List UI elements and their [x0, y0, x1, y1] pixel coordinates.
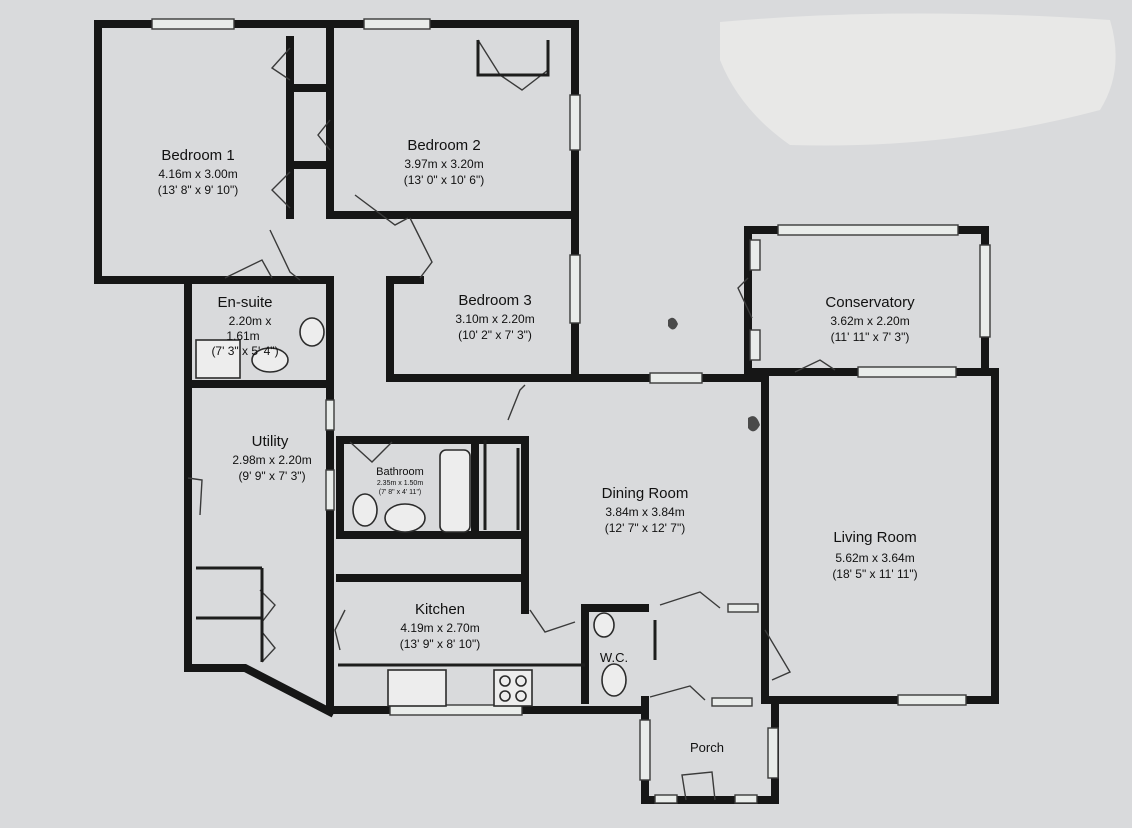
hob-icon	[493, 669, 533, 707]
window	[749, 329, 761, 361]
bedroom2-imperial: (13' 0" x 10' 6")	[404, 173, 484, 187]
dining-name: Dining Room	[602, 485, 689, 502]
living-imperial: (18' 5" x 11' 11")	[832, 567, 917, 581]
door-swing	[317, 119, 331, 151]
window	[654, 794, 678, 804]
window	[363, 18, 431, 30]
door-swing	[649, 685, 706, 701]
ensuite-imperial: (7' 3" x 5' 4")	[211, 344, 278, 358]
window	[389, 704, 523, 716]
toilet-icon	[601, 663, 627, 697]
pen-mark	[748, 416, 760, 432]
door-swing	[794, 359, 836, 373]
door-swing	[507, 384, 526, 421]
window	[325, 469, 335, 511]
room-labels: Bedroom 1 4.16m x 3.00m (13' 8" x 9' 10"…	[158, 137, 918, 755]
sink-icon	[593, 612, 615, 638]
window	[734, 794, 758, 804]
bathroom-imperial: (7' 8" x 4' 11")	[379, 489, 422, 496]
window	[649, 372, 703, 384]
ensuite-name: En-suite	[217, 294, 272, 311]
door-swing	[334, 609, 346, 651]
living-metric: 5.62m x 3.64m	[835, 551, 914, 565]
kitchen-name: Kitchen	[415, 601, 465, 618]
door-swing	[737, 277, 753, 319]
bedroom3-name: Bedroom 3	[458, 292, 531, 309]
hob-ring-icon	[515, 690, 527, 702]
window	[777, 224, 959, 236]
dining-imperial: (12' 7" x 12' 7")	[605, 521, 685, 535]
sink-icon	[251, 347, 289, 373]
hob-ring-icon	[515, 675, 527, 687]
wc-name: W.C.	[600, 650, 628, 665]
door-swing	[271, 171, 291, 209]
paper-smudge	[720, 13, 1116, 146]
toilet-icon	[299, 317, 325, 347]
door-swing	[224, 259, 273, 279]
door-swing	[477, 39, 549, 91]
utility-metric: 2.98m x 2.20m	[232, 453, 311, 467]
window	[569, 94, 581, 151]
door-swing	[354, 194, 409, 226]
bathroom-name: Bathroom	[376, 466, 424, 478]
door-swing	[529, 609, 576, 633]
fixtures	[195, 317, 627, 707]
bathtub-icon	[439, 449, 471, 533]
bedroom1-metric: 4.16m x 3.00m	[158, 167, 237, 181]
conservatory-imperial: (11' 11" x 7' 3")	[831, 330, 910, 344]
ensuite-metric2: 1.61m	[226, 329, 259, 343]
bedroom2-metric: 3.97m x 3.20m	[404, 157, 483, 171]
door-swing	[349, 441, 393, 463]
bedroom2-name: Bedroom 2	[407, 137, 480, 154]
dining-metric: 3.84m x 3.84m	[605, 505, 684, 519]
conservatory-metric: 3.62m x 2.20m	[830, 314, 909, 328]
window	[749, 239, 761, 271]
window	[979, 244, 991, 338]
window	[151, 18, 235, 30]
living-name: Living Room	[833, 529, 916, 546]
kitchen-imperial: (13' 9" x 8' 10")	[400, 637, 480, 651]
bedroom1-imperial: (13' 8" x 9' 10")	[158, 183, 238, 197]
shower-tray	[195, 339, 241, 379]
door-swing	[409, 217, 433, 279]
utility-name: Utility	[252, 433, 289, 450]
bedroom3-imperial: (10' 2" x 7' 3")	[458, 328, 532, 342]
cupboards	[196, 40, 585, 667]
door-swing	[659, 591, 721, 609]
doors	[187, 39, 836, 801]
kitchen-metric: 4.19m x 2.70m	[400, 621, 479, 635]
kitchen-sink-icon	[387, 669, 447, 707]
pen-mark	[668, 317, 678, 330]
window	[639, 719, 651, 781]
window	[727, 603, 759, 613]
toilet-icon	[352, 493, 378, 527]
bedroom1-name: Bedroom 1	[161, 147, 234, 164]
conservatory-name: Conservatory	[825, 294, 915, 311]
hob-ring-icon	[499, 675, 511, 687]
door-swing	[187, 477, 203, 516]
door-swing	[681, 771, 716, 801]
bedroom3-metric: 3.10m x 2.20m	[455, 312, 534, 326]
window	[857, 366, 957, 378]
window	[897, 694, 967, 706]
ensuite-metric: 2.20m x	[229, 314, 272, 328]
bathroom-metric: 2.35m x 1.50m	[377, 480, 423, 487]
porch-name: Porch	[690, 740, 724, 755]
hob-ring-icon	[499, 690, 511, 702]
window	[325, 399, 335, 431]
window	[711, 697, 753, 707]
window	[569, 254, 581, 324]
door-swing	[259, 589, 276, 623]
sink-icon	[384, 503, 426, 533]
door-swing	[261, 631, 276, 663]
door-swing	[270, 47, 291, 81]
door-swing	[764, 629, 792, 681]
window	[767, 727, 779, 779]
door-swing	[269, 229, 301, 281]
utility-imperial: (9' 9" x 7' 3")	[238, 469, 305, 483]
windows	[151, 18, 991, 804]
